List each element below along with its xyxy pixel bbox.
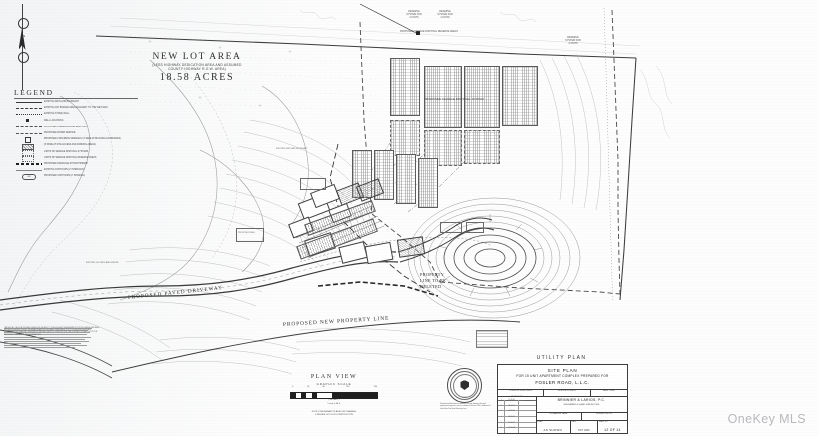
clubhouse-building xyxy=(396,236,426,258)
onekey-mls-watermark: OneKey MLS xyxy=(727,412,806,426)
legend-label: PROPOSED DRAINAGE STORM PIPEWAY xyxy=(44,162,89,165)
wetland-boundary-label: EXISTING WETLAND BOUNDARY xyxy=(276,148,308,150)
new-lot-area-callout: NEW LOT AREA (LESS HIGHWAY DEDICATION AR… xyxy=(112,52,282,83)
sewage-field-8 xyxy=(396,154,416,204)
scale-cell: SCALE AS SHOWN xyxy=(537,420,563,432)
legend-label: (5' WIDE AT SITE ACCESS AND PARKING AREA… xyxy=(44,144,96,147)
legend-symbol-electric xyxy=(14,124,44,129)
legend-label: EXISTING STONE WALL xyxy=(44,113,70,116)
sheet-cell: SHEET NO. 12 OF 14 xyxy=(596,420,627,433)
reserve-label-3: RESERVE SYSTEM FOR 4 UNITS xyxy=(565,36,581,46)
legend-label: EXISTING 100' BUFFER AREA ADJACENT TO TH… xyxy=(44,107,108,110)
buffer-note-label: EXISTING 100' WETLAND BUFFER xyxy=(86,262,119,264)
legend-symbol-existing-contour xyxy=(14,168,44,173)
legend-label: EXISTING CONTOURS (2' INTERVALS) xyxy=(44,169,85,172)
title-block-line3: FOSLER ROAD, L.L.C. xyxy=(535,379,590,385)
new-lot-area-title: NEW LOT AREA xyxy=(152,52,242,62)
plan-view-block: PLAN VIEW GRAPHIC SCALE 0 30 60 120 240 … xyxy=(282,374,386,417)
new-lot-area-sub2: COUNTY HIGHWAY R.O.W. AREA) xyxy=(168,67,226,71)
legend-symbol-storm-pipe xyxy=(14,161,44,166)
scale-tick: 30 xyxy=(307,385,310,388)
reserve-areas-label: PROPOSED SEWAGE DISPOSAL RESERVE AREAS xyxy=(400,30,458,33)
north-arrow: N xyxy=(14,4,30,90)
north-arrow-label: N xyxy=(23,34,26,38)
scale-unit-2: 1 inch = 60 ft. xyxy=(327,402,341,405)
date-cell: DATE OCT. 2006 xyxy=(569,420,597,433)
firm-sub: ENGINEERS & LAND SURVEYORS xyxy=(563,403,600,406)
scale-tick: 60 xyxy=(322,385,325,388)
legend-symbol-reserve-limits xyxy=(14,155,44,162)
legend-item: 520 PROPOSED CONTOURS (2' INTERVAL) xyxy=(14,173,138,181)
engineer-seal: N.Y.S. xyxy=(447,368,482,403)
legend: LEGEND EXISTING WETLAND BOUNDARY EXISTIN… xyxy=(14,88,138,181)
callout-box-5 xyxy=(476,330,508,348)
scale-tick-row: 0 30 60 120 240 xyxy=(291,386,377,389)
title-block-line1: SITE PLAN xyxy=(547,367,578,373)
callout-box-1 xyxy=(236,228,264,242)
revision-row: 6 03-18-08 REVISED UNIT COUNT xyxy=(498,428,536,434)
notes-block: THAT ANY ALL CALCULATIONS AND DIMENSIONS… xyxy=(4,328,100,349)
legend-title: LEGEND xyxy=(14,88,54,97)
callout-box-3 xyxy=(440,222,462,233)
reserve-label-1: RESERVE SYSTEM FOR 4 UNITS xyxy=(406,10,422,20)
legend-label: PROPOSED CONTOURS (2' INTERVAL) xyxy=(44,175,86,178)
graphic-scale-bar xyxy=(290,391,378,399)
legend-symbol-sidewalk xyxy=(14,137,44,144)
legend-label: PROPOSED UNDERGROUND ELECTRIC xyxy=(44,125,87,128)
new-lot-area-value: 18.58 ACRES xyxy=(159,72,235,83)
legend-label: WELL LOCATIONS xyxy=(44,119,64,122)
scale-tick: 240 xyxy=(373,385,377,388)
reserve-field-2 xyxy=(390,120,420,156)
revisions-table: REVISIONS 1 12-11-06 PER TOWN COMMENTS 2… xyxy=(498,396,536,434)
property-line-deleted-label: PROPERTY LINE TO BE DELETED xyxy=(420,272,446,289)
seal-caption: N.Y.S. xyxy=(462,397,467,399)
legend-symbol-sidewalk-wide xyxy=(14,143,44,150)
firm-address: 87 MAIDEN LANE xyxy=(549,412,568,415)
legend-label: PROPOSED WATER SERVICE xyxy=(44,132,76,135)
plan-view-note-2: & REVIEW, NOT FOR CONSTRUCTION xyxy=(315,413,353,416)
notes-block-text: THAT ANY ALL CALCULATIONS AND DIMENSIONS… xyxy=(4,328,100,336)
utility-plan-header: UTILITY PLAN xyxy=(536,355,587,361)
reserve-label-2: RESERVE SYSTEM FOR 4 UNITS xyxy=(437,10,453,20)
legend-label: EXISTING WETLAND BOUNDARY xyxy=(44,101,80,104)
legend-symbol-well xyxy=(14,118,44,123)
title-block: SITE PLAN FOR 15 UNIT APARTMENT COMPLEX … xyxy=(497,364,628,434)
sewage-disposal-label: PROPOSED SEWAGE DISPOSAL SYSTEM xyxy=(424,97,484,101)
legend-label: LIMITS OF SEWAGE DISPOSAL RESERVE AREAS xyxy=(44,156,97,159)
firm-city: KINGSTON, N.Y. xyxy=(581,412,627,420)
plan-view-title: PLAN VIEW xyxy=(310,374,358,380)
sewage-field-5 xyxy=(464,130,500,164)
firm-name: BRINNIER & LARIOS, P.C. xyxy=(557,398,606,402)
legend-label: PROPOSED CONCRETE SIDEWALK (4' WIDE AT B… xyxy=(44,138,121,141)
scale-tick: 0 xyxy=(292,385,294,388)
seal-note-text: Unauthorized alterations or additions to… xyxy=(440,404,491,410)
legend-symbol-stone-wall xyxy=(14,112,44,117)
legend-symbol-septic-limits xyxy=(14,149,44,156)
callout-box-4 xyxy=(466,222,484,233)
callout-box-2 xyxy=(300,178,326,190)
legend-symbol-proposed-contour: 520 xyxy=(14,174,44,181)
reserve-field-1 xyxy=(390,58,420,116)
scale-tick: 120 xyxy=(346,385,350,388)
legend-symbol-water-service xyxy=(14,131,44,136)
legend-symbol-buffer xyxy=(14,106,44,111)
legend-symbol-existing-wetland xyxy=(14,100,44,105)
legend-label: LIMITS OF SEWAGE DISPOSAL SYSTEMS xyxy=(44,150,89,153)
sewage-field-3 xyxy=(502,66,538,126)
sewage-field-9 xyxy=(418,158,438,208)
title-block-line2: FOR 15 UNIT APARTMENT COMPLEX PREPARED F… xyxy=(516,374,609,378)
